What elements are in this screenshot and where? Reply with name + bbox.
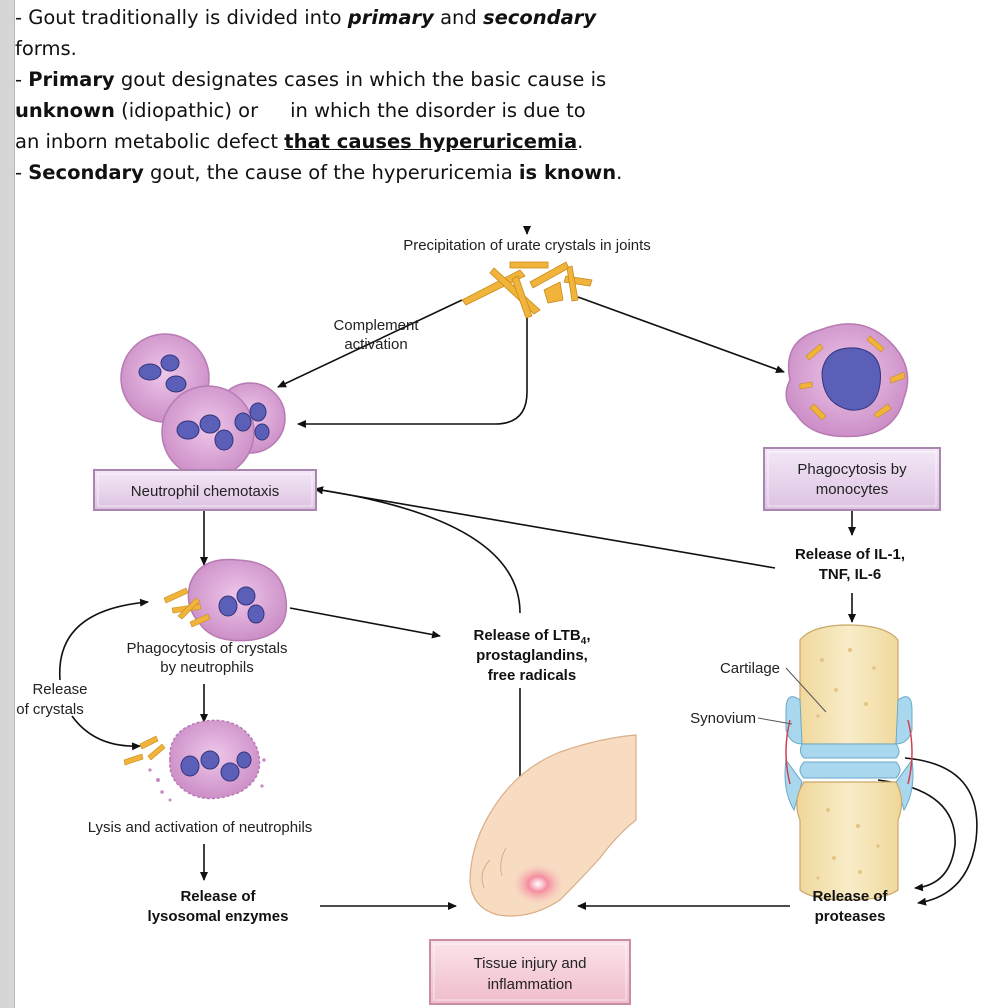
neutrophil-cluster-illustration bbox=[121, 334, 285, 478]
label-lysosomal-line2: lysosomal enzymes bbox=[148, 908, 289, 925]
label-phagocytosis-monocytes-line1: Phagocytosis by bbox=[797, 461, 907, 478]
label-tissue-injury-line2: inflammation bbox=[487, 976, 572, 993]
label-neutrophil-chemotaxis: Neutrophil chemotaxis bbox=[131, 483, 279, 500]
foot-illustration bbox=[470, 735, 636, 916]
urate-crystals-illustration bbox=[462, 262, 592, 318]
label-complement-line1: Complement bbox=[333, 317, 419, 334]
label-release-il-line2: TNF, IL-6 bbox=[819, 566, 882, 583]
label-release-crystals-line2: of crystals bbox=[16, 701, 84, 718]
label-precipitation: Precipitation of urate crystals in joint… bbox=[403, 237, 651, 254]
label-proteases-line1: Release of bbox=[812, 888, 888, 905]
lysing-neutrophil-illustration bbox=[124, 720, 266, 801]
box-phagocytosis-monocytes bbox=[764, 448, 940, 510]
arrow-release-il-to-chemotaxis bbox=[315, 489, 775, 568]
label-phagocytosis-monocytes-line2: monocytes bbox=[816, 481, 889, 498]
label-phagocytosis-crystals-line1: Phagocytosis of crystals bbox=[127, 640, 288, 657]
label-release-ltb-line2: prostaglandins, bbox=[476, 647, 588, 664]
label-lysis: Lysis and activation of neutrophils bbox=[88, 819, 313, 836]
label-phagocytosis-crystals-line2: by neutrophils bbox=[160, 659, 253, 676]
label-release-il-line1: Release of IL-1, bbox=[795, 546, 905, 563]
box-tissue-injury bbox=[430, 940, 630, 1004]
arrow-synovium-to-proteases-1 bbox=[905, 758, 977, 903]
label-release-crystals-line1: Release bbox=[32, 681, 87, 698]
monocyte-illustration bbox=[786, 324, 907, 437]
arrow-release-crystals-loop-down bbox=[72, 716, 140, 746]
label-complement-line2: activation bbox=[344, 336, 407, 353]
knee-joint-illustration bbox=[758, 625, 913, 900]
label-release-ltb-line3: free radicals bbox=[488, 667, 576, 684]
label-lysosomal-line1: Release of bbox=[180, 888, 256, 905]
label-release-ltb-line1: Release of LTB4, bbox=[474, 627, 591, 647]
phagocytosing-neutrophil-illustration bbox=[164, 560, 286, 641]
label-cartilage: Cartilage bbox=[720, 660, 780, 677]
arrow-ltb-to-chemotaxis bbox=[315, 489, 520, 613]
arrow-crystals-to-monocytes bbox=[578, 297, 784, 372]
label-tissue-injury-line1: Tissue injury and bbox=[474, 955, 587, 972]
label-proteases-line2: proteases bbox=[815, 908, 886, 925]
arrow-phagocytosis-to-ltb bbox=[290, 608, 440, 636]
label-synovium: Synovium bbox=[690, 710, 756, 727]
